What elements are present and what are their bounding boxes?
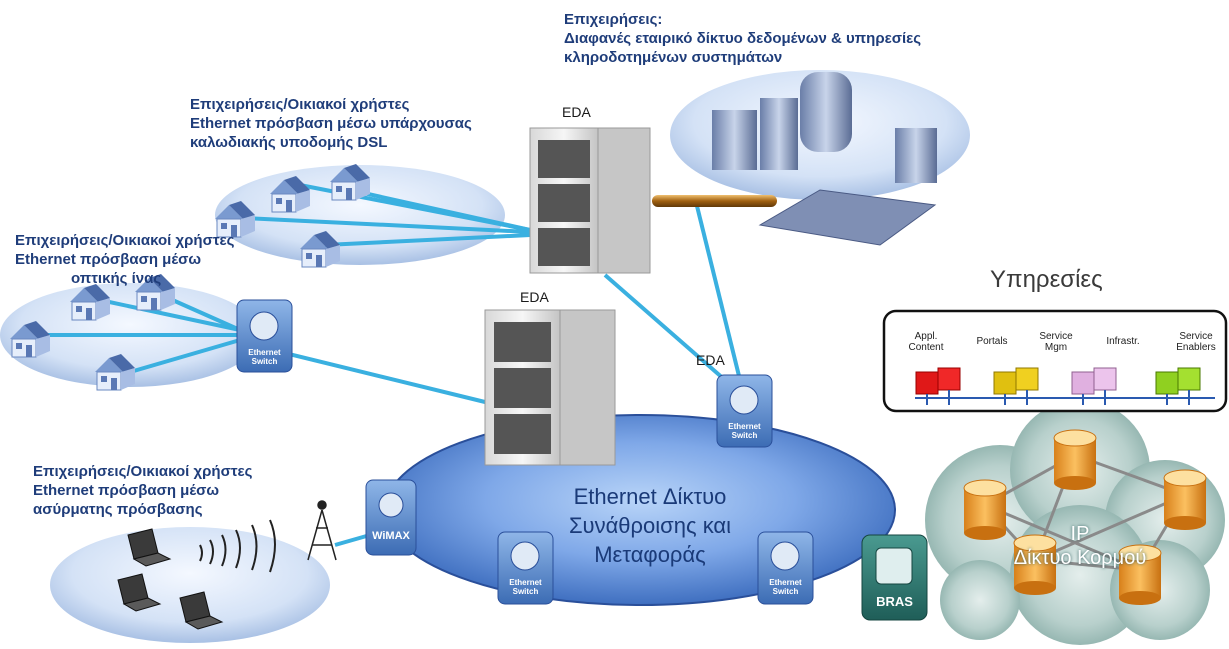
ethernet-switch-icon[interactable] <box>497 531 554 605</box>
bras-label: BRAS <box>876 594 913 609</box>
core-router-icon <box>1163 469 1207 530</box>
device-label-line: Switch <box>772 587 799 596</box>
fiber-label: Επιχειρήσεις/Οικιακοί χρήστες Ethernet π… <box>15 231 234 288</box>
fiber-label-line1: Επιχειρήσεις/Οικιακοί χρήστες <box>15 232 235 249</box>
eda-cabinet-top <box>529 127 651 274</box>
core-router-icon <box>1118 544 1162 605</box>
dsl-label-line2: Ethernet πρόσβαση μέσω υπάρχουσας <box>190 115 472 132</box>
ip-core-title: IP Δίκτυο Κορμού <box>960 522 1200 570</box>
dsl-label: Επιχειρήσεις/Οικιακοί χρήστες Ethernet π… <box>190 95 472 152</box>
wireless-platform <box>50 527 330 643</box>
eda-cabinet-middle <box>484 309 616 466</box>
service-label-line: Enablers <box>1176 342 1216 353</box>
wimax-label: WiMAX <box>372 530 410 542</box>
enterprise-pipe <box>652 195 777 207</box>
eda-label: EDA <box>520 289 549 305</box>
radio-waves-icon <box>199 519 276 573</box>
ethernet-switch-label: Ethernet Switch <box>237 348 292 366</box>
network-links <box>45 183 742 547</box>
service-label-portals: Portals <box>964 336 1020 347</box>
service-block-portals <box>993 367 1039 405</box>
antenna-tower-icon <box>307 500 337 561</box>
service-label-service-mgm: Service Mgm <box>1028 331 1084 353</box>
dsl-label-line3: καλωδιακής υποδομής DSL <box>190 134 388 151</box>
bras-icon[interactable] <box>861 534 928 621</box>
core-router-icon <box>963 479 1007 540</box>
ethernet-switch-icon[interactable] <box>757 531 814 605</box>
service-label-line: Service <box>1179 331 1213 342</box>
fiber-label-line2: Ethernet πρόσβαση μέσω <box>15 251 202 268</box>
service-block-service-enablers <box>1155 367 1201 405</box>
enterprise-buildings <box>652 72 937 246</box>
device-label-line: Ethernet <box>769 578 802 587</box>
enterprise-label-line2: Διαφανές εταιρικό δίκτυο δεδομένων & υπη… <box>564 30 922 47</box>
wireless-label: Επιχειρήσεις/Οικιακοί χρήστες Ethernet π… <box>33 462 252 519</box>
ethernet-switch-label: Ethernet Switch <box>758 578 813 596</box>
service-label-line: Mgm <box>1044 342 1068 353</box>
core-title-line1: IP <box>1070 523 1090 545</box>
services-panel <box>882 309 1228 413</box>
ring-title-line3: Μεταφοράς <box>594 542 706 567</box>
enterprise-label: Επιχειρήσεις: Διαφανές εταιρικό δίκτυο δ… <box>564 10 921 67</box>
wimax-icon[interactable] <box>365 479 417 556</box>
ethernet-switch-icon[interactable] <box>236 299 293 373</box>
ethernet-switch-label: Ethernet Switch <box>498 578 553 596</box>
device-label-line: Switch <box>512 587 539 596</box>
ring-title-line1: Ethernet Δίκτυο <box>573 484 727 509</box>
device-label-line: Switch <box>731 431 758 440</box>
service-label-infrastr: Infrastr. <box>1096 336 1150 347</box>
service-label-line: Infrastr. <box>1106 336 1140 347</box>
core-title-line2: Δίκτυο Κορμού <box>1013 547 1147 569</box>
ethernet-switch-icon[interactable] <box>716 374 773 448</box>
enterprise-label-line1: Επιχειρήσεις: <box>564 11 663 28</box>
ring-title-line2: Συνάθροισης και <box>568 513 732 538</box>
service-label-service-enablers: Service Enablers <box>1168 331 1224 353</box>
core-router-icon <box>1013 534 1057 595</box>
fiber-label-line3: οπτικής ίνας <box>71 270 162 287</box>
device-label-line: Ethernet <box>728 422 761 431</box>
device-label-line: Switch <box>251 357 278 366</box>
device-label-line: Ethernet <box>248 348 281 357</box>
service-block-appl-content <box>915 367 961 405</box>
ethernet-ring-title: Ethernet Δίκτυο Συνάθροισης και Μεταφορά… <box>480 482 820 569</box>
services-title: Υπηρεσίες <box>990 266 1103 293</box>
service-label-line: Appl. <box>914 331 938 342</box>
core-router-icon <box>1053 429 1097 490</box>
wireless-label-line3: ασύρματης πρόσβασης <box>33 501 203 518</box>
service-label-appl-content: Appl. Content <box>896 331 956 353</box>
ethernet-switch-label: Ethernet Switch <box>717 422 772 440</box>
eda-label: EDA <box>562 104 591 120</box>
enterprise-label-line3: κληροδοτημένων συστημάτων <box>564 49 783 66</box>
device-label-line: Ethernet <box>509 578 542 587</box>
service-label-line: Service <box>1039 331 1073 342</box>
eda-label: EDA <box>696 352 725 368</box>
service-label-line: Content <box>908 342 944 353</box>
wireless-label-line2: Ethernet πρόσβαση μέσω <box>33 482 220 499</box>
wireless-label-line1: Επιχειρήσεις/Οικιακοί χρήστες <box>33 463 253 480</box>
service-label-line: Portals <box>976 336 1008 347</box>
dsl-label-line1: Επιχειρήσεις/Οικιακοί χρήστες <box>190 96 410 113</box>
service-block-service-mgm <box>1071 367 1117 405</box>
